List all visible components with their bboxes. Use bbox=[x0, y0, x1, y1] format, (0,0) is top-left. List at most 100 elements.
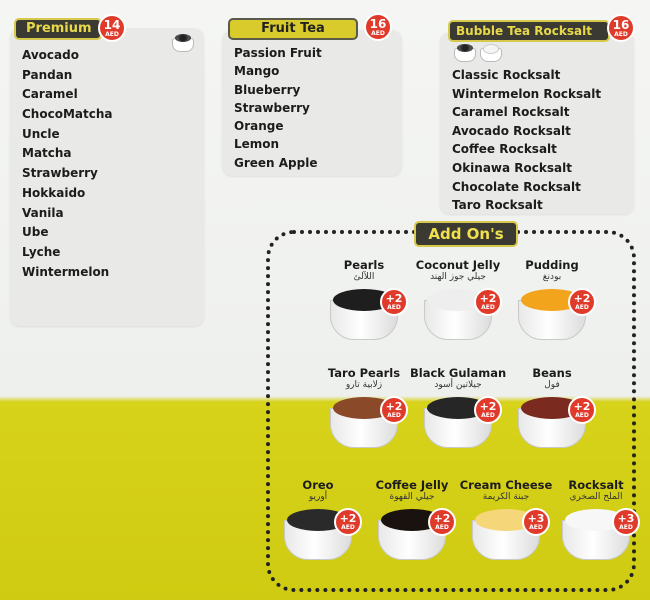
addon-arabic-name: زلابية تارو bbox=[345, 380, 383, 390]
rocksalt-list: Classic Rocksalt Wintermelon Rocksalt Ca… bbox=[452, 66, 601, 215]
list-item: Lyche bbox=[22, 244, 61, 259]
fruit-tea-currency: AED bbox=[371, 30, 385, 37]
topping-fill bbox=[427, 397, 489, 419]
addon-currency: AED bbox=[435, 524, 449, 531]
pearl-cup-icon bbox=[172, 34, 194, 52]
premium-currency: AED bbox=[105, 31, 119, 38]
addon-currency: AED bbox=[619, 524, 633, 531]
addon-price: +2 bbox=[385, 400, 403, 413]
addon-price: +2 bbox=[479, 292, 497, 305]
premium-header: Premium bbox=[14, 18, 102, 40]
topping-fill bbox=[521, 289, 583, 311]
topping-fill bbox=[475, 509, 537, 531]
addon-currency: AED bbox=[575, 412, 589, 419]
topping-fill bbox=[427, 289, 489, 311]
addon-name: Black Gulaman bbox=[410, 366, 507, 380]
list-item: Strawberry bbox=[22, 166, 98, 181]
list-item: Pandan bbox=[22, 67, 73, 82]
list-item: Orange bbox=[234, 119, 284, 134]
fruit-tea-panel bbox=[222, 30, 402, 176]
addon-arabic-name: اللآلئ bbox=[353, 272, 375, 282]
premium-price: 14 bbox=[103, 18, 121, 32]
list-item: Caramel bbox=[22, 87, 78, 102]
list-item: Blueberry bbox=[234, 82, 301, 97]
addon-price: +3 bbox=[617, 512, 635, 525]
list-item: Ube bbox=[22, 225, 49, 240]
addon-name: Coffee Jelly bbox=[375, 478, 449, 492]
list-item: Avocado bbox=[22, 48, 79, 62]
topping-fill bbox=[333, 289, 395, 311]
list-item: Wintermelon Rocksalt bbox=[452, 86, 602, 101]
addon-currency: AED bbox=[529, 524, 543, 531]
addon-price: +2 bbox=[339, 512, 357, 525]
rocksalt-price-badge: 16 AED bbox=[607, 14, 635, 42]
topping-fill bbox=[521, 397, 583, 419]
addon-price: +2 bbox=[573, 400, 591, 413]
premium-price-badge: 14 AED bbox=[98, 14, 126, 42]
premium-panel bbox=[10, 28, 204, 326]
rocksalt-panel bbox=[440, 32, 634, 214]
fruit-tea-list: Passion Fruit Mango Blueberry Strawberry… bbox=[234, 44, 322, 172]
topping-fill bbox=[333, 397, 395, 419]
list-item: Strawberry bbox=[234, 100, 310, 115]
addon-name: Pudding bbox=[525, 258, 579, 272]
addon-currency: AED bbox=[341, 524, 355, 531]
addon-arabic-name: جبنة الكريمة bbox=[482, 492, 530, 502]
addon-currency: AED bbox=[481, 304, 495, 311]
list-item: Lemon bbox=[234, 137, 280, 152]
list-item: Uncle bbox=[22, 126, 60, 141]
rocksalt-currency: AED bbox=[614, 31, 628, 38]
addon-arabic-name: الملح الصخري bbox=[569, 492, 623, 502]
addon-currency: AED bbox=[575, 304, 589, 311]
topping-fill bbox=[565, 509, 627, 531]
addon-name: Taro Pearls bbox=[327, 366, 401, 380]
addon-price: +2 bbox=[573, 292, 591, 305]
addon-name: Pearls bbox=[343, 258, 385, 272]
fruit-tea-header: Fruit Tea bbox=[228, 18, 358, 40]
addon-price: +2 bbox=[385, 292, 403, 305]
addon-name: Cream Cheese bbox=[459, 478, 553, 492]
addon-arabic-name: جيلي جوز الهند bbox=[430, 272, 486, 282]
list-item: ChocoMatcha bbox=[22, 107, 113, 122]
addon-arabic-name: جيلي القهوة bbox=[389, 492, 435, 502]
rocksalt-cup-icon bbox=[480, 44, 502, 62]
addon-arabic-name: فول bbox=[544, 380, 560, 390]
addons-title: Add On's bbox=[414, 221, 518, 247]
pearl-cup-icon bbox=[454, 44, 476, 62]
addon-price: +2 bbox=[479, 400, 497, 413]
list-item: Coffee Rocksalt bbox=[452, 142, 557, 157]
addon-name: Beans bbox=[532, 366, 572, 380]
list-item: Passion Fruit bbox=[234, 46, 322, 60]
list-item: Green Apple bbox=[234, 155, 318, 170]
list-item: Hokkaido bbox=[22, 185, 86, 200]
addon-name: Oreo bbox=[302, 478, 334, 492]
premium-list: Avocado Pandan Caramel ChocoMatcha Uncle… bbox=[22, 46, 112, 282]
rocksalt-price: 16 bbox=[612, 18, 630, 32]
fruit-tea-price-badge: 16 AED bbox=[364, 13, 392, 41]
list-item: Caramel Rocksalt bbox=[452, 105, 570, 120]
rocksalt-header: Bubble Tea Rocksalt bbox=[448, 20, 610, 42]
list-item: Matcha bbox=[22, 146, 72, 161]
fruit-tea-price: 16 bbox=[369, 17, 387, 31]
list-item: Mango bbox=[234, 64, 280, 79]
topping-fill bbox=[381, 509, 443, 531]
addon-name: Coconut Jelly bbox=[415, 258, 501, 272]
list-item: Avocado Rocksalt bbox=[452, 123, 571, 138]
addon-arabic-name: أوريو bbox=[308, 492, 328, 502]
